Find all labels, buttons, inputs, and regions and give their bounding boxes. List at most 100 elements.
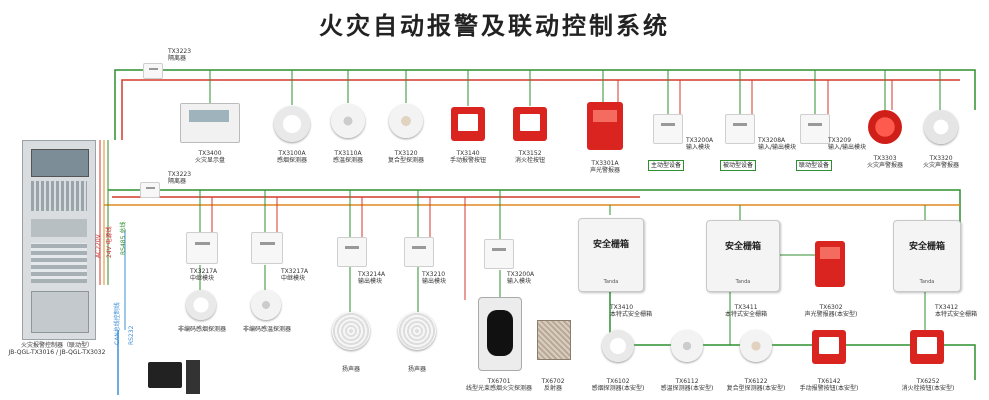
device-name: 手动报警按钮(本安型) (799, 385, 859, 392)
passive-equipment-tag: 被动型设备 (720, 160, 757, 171)
io-module-label: TX3208A 输入/输出模块 (758, 137, 796, 151)
device-name: 感温探测器 (332, 157, 363, 164)
device-name: 输入/输出模块 (828, 144, 867, 151)
relay-module-icon (186, 232, 218, 264)
device-name: 火灾声警报器 (866, 162, 903, 169)
isolator-module (140, 182, 160, 198)
device-name: 消火栓按钮 (514, 157, 545, 164)
isolator-module (143, 63, 163, 79)
relay-module-icon (251, 232, 283, 264)
fire-sounder-label: TX3320 火灾声警报器 (918, 155, 964, 169)
beam-detector-icon (478, 297, 522, 371)
device-name: 输入模块 (507, 278, 532, 285)
manual-call-point-label: TX3140 手动报警按钮 (444, 150, 492, 164)
device-code: TX3110A (334, 150, 362, 157)
sounder-strobe-label: TX3301A 声光警报器 (578, 160, 632, 174)
panel-caption-line2: JB-QGL-TX3016 / JB-QGL-TX3032 (8, 349, 106, 356)
io-module-icon (725, 114, 755, 144)
non-coded-heat-label: 非编码感温探测器 (243, 326, 292, 333)
device-name: 非编码感温探测器 (243, 326, 292, 333)
speaker-label: 扬声器 (331, 366, 371, 373)
barrier-code: TX3410 (610, 304, 634, 311)
fire-sounder-icon (924, 110, 958, 144)
device-code: TX3217A (281, 268, 309, 275)
combo-detector-label: TX3120 复合型探测器 (382, 150, 430, 164)
sounder-strobe-icon (815, 241, 845, 287)
isolator-name: 隔离器 (168, 178, 187, 185)
device-name: 线型光束感烟火灾探测器 (465, 385, 532, 392)
output-module-label: TX3214A 输出模块 (358, 271, 385, 285)
fire-alarm-control-panel (22, 140, 96, 340)
page-title: 火灾自动报警及联动控制系统 (319, 12, 670, 40)
barrier-name: 本特式安全栅箱 (610, 311, 653, 318)
isolator-code: TX3223 (168, 171, 192, 178)
device-name: 扬声器 (341, 366, 360, 373)
barrier-label: TX3412 本特式安全栅箱 (935, 304, 987, 318)
device-code: TX3100A (278, 150, 306, 157)
panel-caption-line1: 火灾报警控制器（联动型） (20, 342, 93, 349)
hydrant-button-icon (910, 330, 944, 364)
computer-monitor-icon (148, 362, 182, 388)
smoke-detector-icon (274, 106, 310, 142)
is-heat-label: TX6112 感温探测器(本安型) (659, 378, 715, 392)
panel-display (31, 149, 89, 177)
safety-barrier-box: 安全栅箱 Tanda (893, 220, 961, 292)
device-name: 中继模块 (190, 275, 215, 282)
reflector-icon (537, 320, 571, 360)
device-code: TX3214A (358, 271, 386, 278)
top-red-bus (121, 79, 960, 140)
safety-barrier-box: 安全栅箱 Tanda (578, 218, 644, 292)
safety-barrier-box: 安全栅箱 Tanda (706, 220, 780, 292)
barrier-code: TX3411 (734, 304, 758, 311)
mid-green-bus (108, 189, 961, 225)
barrier-sounder-label: TX6302 声光警报器(本安型) (804, 304, 858, 318)
device-name: 声光警报器(本安型) (804, 311, 858, 318)
input-module-label: TX3200A 输入模块 (507, 271, 534, 285)
device-code: TX6302 (819, 304, 843, 311)
device-code: TX3209 (828, 137, 852, 144)
barrier-code: TX3412 (935, 304, 959, 311)
speaker-label: 扬声器 (397, 366, 437, 373)
lower-drops (199, 265, 501, 312)
panel-printer (31, 219, 87, 237)
device-code: TX6142 (817, 378, 841, 385)
device-name: 火灾声警报器 (922, 162, 959, 169)
fire-alarm-bell-label: TX3303 火灾声警报器 (862, 155, 908, 169)
device-code: TX3208A (758, 137, 786, 144)
barrier-brand: Tanda (603, 279, 619, 285)
device-name: 感烟探测器(本安型) (591, 385, 645, 392)
power-line-label: AC220V (95, 234, 102, 258)
device-code: TX3152 (518, 150, 542, 157)
device-name: 声光警报器 (589, 167, 620, 174)
device-name: 输出模块 (422, 278, 447, 285)
top-drops (209, 70, 941, 114)
non-coded-smoke-label: 非编码感烟探测器 (178, 326, 227, 333)
top-signal-bus (114, 69, 976, 140)
beam-detector-label: TX6701 线型光束感烟火灾探测器 (458, 378, 540, 392)
device-name: 反射器 (543, 385, 562, 392)
device-name: 感烟探测器 (276, 157, 307, 164)
device-code: TX6122 (744, 378, 768, 385)
active-equipment-tag: 主动型设备 (648, 160, 685, 171)
device-name: 输入模块 (686, 144, 711, 151)
barrier-bus (609, 290, 976, 380)
panel-module-bank (31, 243, 87, 283)
isolator-label: TX3223 隔离器 (168, 48, 191, 62)
barrier-name: 本特式安全栅箱 (935, 311, 978, 318)
smoke-detector-label: TX3100A 感烟探测器 (268, 150, 316, 164)
is-manual-label: TX6142 手动报警按钮(本安型) (798, 378, 860, 392)
device-name: 非编码感烟探测器 (178, 326, 227, 333)
panel-caption: 火灾报警控制器（联动型） JB-QGL-TX3016 / JB-QGL-TX30… (2, 342, 112, 356)
device-code: TX3400 (198, 150, 222, 157)
device-code: TX3301A (591, 160, 619, 167)
combo-detector-icon (740, 330, 772, 362)
output-module-label: TX3210 输出模块 (422, 271, 446, 285)
rs485-line-label: RS485 总线 (120, 221, 127, 255)
io-module-icon (800, 114, 830, 144)
barrier-title: 安全栅箱 (908, 242, 945, 252)
speaker-icon (332, 312, 370, 350)
device-code: TX3200A (686, 137, 714, 144)
device-name: 中继模块 (281, 275, 306, 282)
manual-call-point-icon (812, 330, 846, 364)
